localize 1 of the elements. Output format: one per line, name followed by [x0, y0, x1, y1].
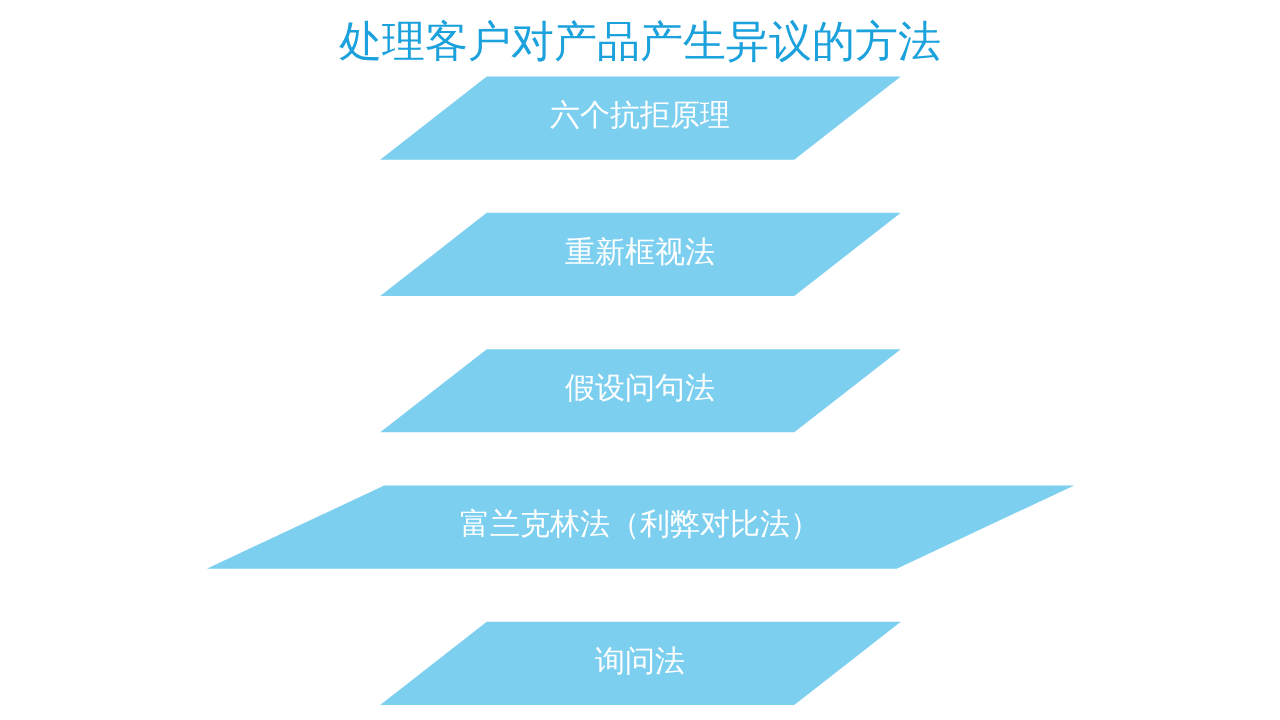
diagram-title: 处理客户对产品产生异议的方法: [339, 16, 941, 67]
